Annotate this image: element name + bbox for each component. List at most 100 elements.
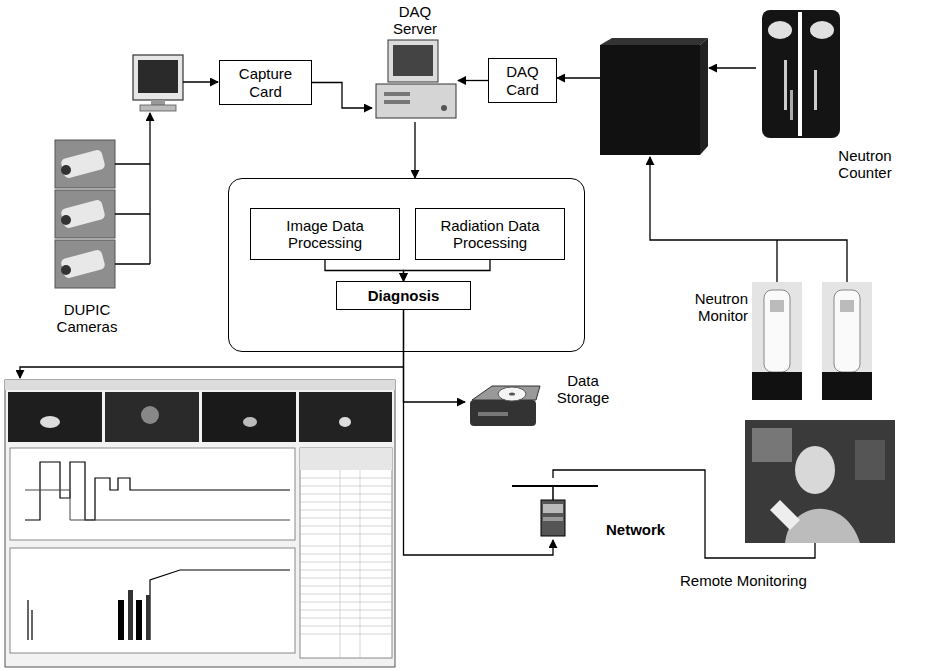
electronics-box [600,38,708,45]
neutron-detector-photo [752,372,802,400]
node-label: DAQ Card [492,63,553,98]
camera-photo [55,140,115,288]
node-label: Network [606,521,665,538]
program-screenshot [128,590,133,640]
neutron-counter-photo [757,5,845,140]
program-screenshot [5,380,395,390]
program-screenshot [339,417,351,427]
node-label: DUPIC Cameras [48,301,126,336]
connector-arrow [414,122,415,178]
neutron-counter-photo [810,21,834,39]
camera-photo [55,190,115,238]
neutron-counter-photo [798,12,802,136]
program-screenshot [300,448,392,658]
program-screenshot [105,392,199,442]
computer-icon [441,105,447,111]
connector-arrow [458,80,488,81]
program-screenshot [300,448,392,470]
network-hub-icon [512,486,598,536]
branch-wire [20,367,404,378]
camera-wire [115,213,150,214]
neutron-detector-photo [822,282,872,400]
signal-wire [709,67,756,68]
camera-group: DUPIC Cameras [48,138,126,335]
camera-wire [115,82,218,264]
signal-wire [557,68,847,282]
program-screenshot [8,392,102,442]
computer-icon [393,45,433,76]
computer-icon [384,100,410,104]
program-screenshot [25,490,290,520]
connector-arrow [553,470,815,558]
neutron-detector-photo [840,300,854,312]
neutron-counter-photo [784,60,787,110]
network-hub-icon [541,500,565,536]
monitor-icon [133,55,183,111]
neutron-detector-photo [770,300,784,312]
program-screenshot [300,470,392,658]
node-label: Remote Monitoring [680,572,807,589]
program-screenshot [5,380,395,667]
camera-photo [55,240,115,288]
processing-group: Image Data Processing Radiation Data Proc… [228,178,585,352]
remote-monitoring-photo [745,420,895,543]
neutron-monitor: Neutron Monitor [686,280,880,402]
camera-photo [60,149,106,179]
camera-wire [149,113,150,264]
neutron-counter-photo [762,10,840,138]
remote-monitoring-photo [745,420,895,543]
program-screenshot [136,600,142,640]
monitor-icon [138,60,178,93]
neutron-counter-photo [814,70,817,110]
program-screenshot [202,392,296,442]
computer-icon [388,40,438,82]
node-label: Data Storage [554,372,612,407]
storage-drive-icon [498,387,526,401]
camera-photo [60,199,106,229]
computer-icon [376,40,456,118]
neutron-detector-photo [764,290,790,372]
camera-photo [55,140,115,188]
storage-drive-icon [470,400,536,426]
data-storage: Data Storage [465,368,612,436]
signal-wire [650,157,847,282]
program-screenshot [10,448,295,540]
electronics-box [600,45,700,155]
program-screenshot [5,380,395,667]
program-screenshot [141,406,159,424]
network-hub: Network [530,478,672,540]
remote-monitoring-photo [752,428,792,462]
camera-wire [115,163,150,164]
neutron-counter-photo [790,90,793,120]
remote-monitoring-photo [770,500,800,530]
monitor-icon [140,105,176,111]
network-hub-icon [543,517,563,521]
neutron-counter: Neutron Counter [752,3,898,183]
server-computer: DAQ Server [372,3,458,122]
camera-photo [61,265,71,275]
camera-photo [60,249,106,279]
node-label: DAQ Server [388,3,442,38]
connector-arrow [404,260,491,281]
neutron-detector-photo [822,372,872,400]
signal-wire [776,240,777,282]
program-screenshot [118,600,124,640]
storage-drive-icon [478,412,508,416]
program-screenshot [243,417,257,427]
storage-drive-icon [509,393,515,396]
connector-arrow [404,310,466,402]
remote-monitoring-photo [795,446,835,494]
camera-photo [61,165,71,175]
process-box: DAQ Card [488,58,557,103]
program-screenshot [40,416,60,428]
electronics-box [700,38,708,155]
process-box: Capture Card [219,60,312,105]
program-screenshot [146,595,150,640]
node-label: Radiation Data Processing [419,217,561,252]
camera-photo [61,215,71,225]
node-label: Neutron Monitor [686,290,748,325]
monitor-icon [133,55,183,100]
node-label: Image Data Processing [254,217,396,252]
